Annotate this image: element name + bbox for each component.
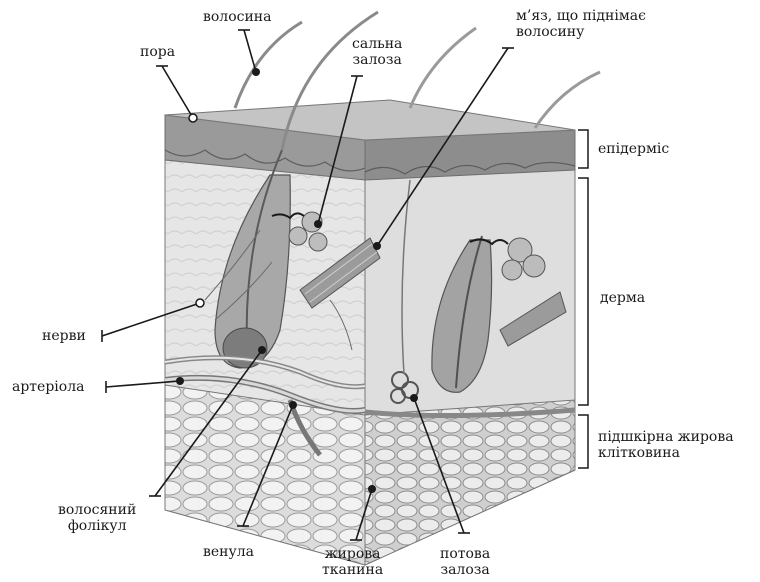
label-nerves: нерви — [42, 328, 86, 344]
label-arrector-muscle: м’яз, що піднімає волосину — [516, 8, 646, 40]
label-pore: пора — [140, 44, 175, 60]
label-hair-follicle: волосяний фолікул — [58, 502, 136, 534]
label-sweat-gland: потова залоза — [440, 546, 490, 578]
leader-pore — [162, 66, 193, 118]
label-hair: волосина — [203, 9, 271, 25]
hypodermis-bracket — [578, 415, 588, 468]
label-venule: венула — [203, 544, 254, 560]
adipose-layer-side — [365, 400, 575, 565]
dermis-bracket — [578, 178, 588, 405]
label-hypodermis-line1: підшкірна жирова — [598, 429, 734, 445]
label-arrector-muscle-line2: волосину — [516, 24, 646, 40]
label-sebaceous-gland-line1: сальна — [352, 36, 402, 52]
label-adipose-tissue-line1: жирова — [322, 546, 383, 562]
label-sweat-gland-line1: потова — [440, 546, 490, 562]
label-adipose-tissue-line2: тканина — [322, 562, 383, 578]
label-hypodermis: підшкірна жирова клітковина — [598, 429, 734, 461]
hair-strand-right1 — [410, 28, 476, 108]
label-sweat-gland-line2: залоза — [440, 562, 490, 578]
label-epidermis: епідерміс — [598, 141, 669, 157]
label-sebaceous-gland-line2: залоза — [352, 52, 402, 68]
label-arrector-muscle-line1: м’яз, що піднімає — [516, 8, 646, 24]
label-adipose-tissue: жирова тканина — [322, 546, 383, 578]
leader-hair — [244, 30, 256, 72]
label-hair-follicle-line1: волосяний — [58, 502, 136, 518]
label-dermis: дерма — [600, 290, 645, 306]
epidermis-bracket — [578, 130, 588, 168]
label-hypodermis-line2: клітковина — [598, 445, 734, 461]
label-sebaceous-gland: сальна залоза — [352, 36, 402, 68]
label-arteriole: артеріола — [12, 379, 84, 395]
label-hair-follicle-line2: фолікул — [58, 518, 136, 534]
layer-brackets — [578, 130, 588, 468]
hair-strand-right2 — [535, 72, 600, 128]
